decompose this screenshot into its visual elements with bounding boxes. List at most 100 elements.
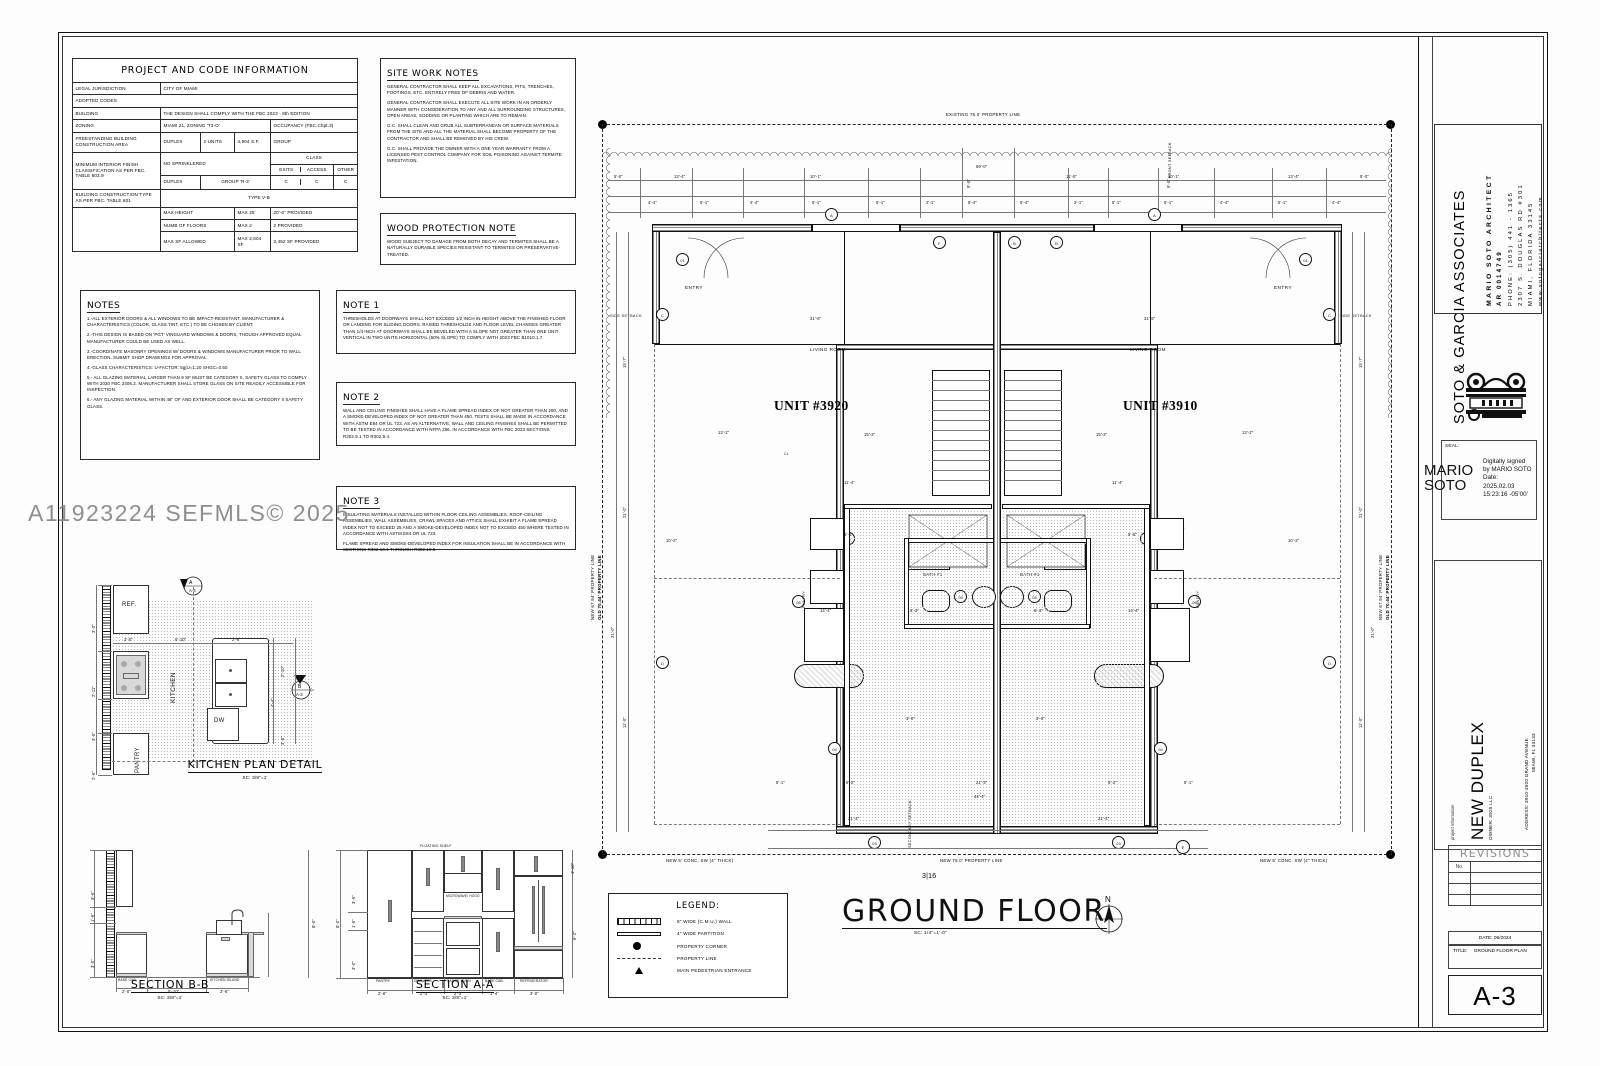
top-dimb-12: 4'-4" [1220, 200, 1229, 205]
kitchen-plan-detail: REF. PANTRY KITCHEN DW A A-3 [80, 555, 370, 785]
kitchen-exterior-wall [102, 585, 111, 770]
row-label-interior-finish: MINIMUM INTERIOR FINISH CLASSIFICATION A… [72, 151, 161, 190]
sec-bb-label-island: KITCHEN ISLAND [210, 978, 240, 982]
site-work-note-p4: G.C. SHALL PROVIDE THE OWNER WITH A ONE … [387, 145, 562, 164]
top-dim-8: 5'-0" [1360, 174, 1369, 179]
mid-dim-7: 11'-4" [844, 480, 855, 485]
room-pantry-right: PANTRY [1196, 590, 1200, 608]
plan-scale-mark: 3|16 [922, 873, 937, 880]
partition-left-2 [844, 504, 992, 509]
notes-title: NOTES [87, 301, 121, 313]
site-work-note-p2: GENERAL CONTRACTOR SHALL EXECUTE ALL SIT… [387, 100, 566, 118]
cell-class-other-value: C [333, 174, 358, 190]
limit-label-max-height: MAX HEIGHT [160, 206, 235, 220]
revision-row-2-no[interactable] [1448, 872, 1471, 884]
mid-dim-9: 14'-4" [820, 608, 832, 613]
west-property-line-label-new: NEW 67.94' PROPERTY LINE [590, 554, 595, 620]
limit-provided-height: 20'-0" PROVIDED [270, 206, 358, 220]
left-vdim-3: 31'-0" [610, 626, 615, 638]
entry-door-swing-right [1249, 237, 1307, 279]
legend-label-cmu: 8" WIDE (C.M.U.) WALL [677, 919, 732, 924]
sec-bb-faucet-icon [231, 909, 244, 925]
right-vdim-3: 31'-0" [1370, 626, 1375, 638]
kitchen-plan-detail-name: KITCHEN PLAN DETAIL [187, 758, 323, 773]
top-dimb-14: 4'-4" [1332, 200, 1341, 205]
stair-left [932, 370, 990, 496]
property-corner-icon [617, 942, 669, 950]
sec-aa-hdim-2: 2'-3" [420, 991, 429, 996]
top-dimb-7: 5'-4" [968, 200, 977, 205]
door-tag-a-1: A [825, 208, 838, 221]
note3-p2: FLAME SPREAD AND SMOKE-DEVELOPED INDEX F… [343, 541, 566, 553]
site-work-note-p3: G.C. SHALL CLEAN AND GRUB ALL SUBTERRANE… [387, 122, 559, 141]
wood-protection-note-p1: WOOD SUBJECT TO DAMAGE FROM BOTH DECAY A… [387, 239, 561, 257]
note-item-6: 6.- ANY GLAZING MATERIAL WITHIN 48" OF A… [87, 397, 304, 409]
top-dimb-6: 2'-1" [926, 200, 935, 205]
room-living-right: LIVING ROOM [1130, 348, 1166, 353]
section-bb-drawing: BASE CAB. KITCHEN ISLAND 3'-6" 1'-6" 3'-… [80, 828, 330, 994]
property-line-north [602, 124, 1392, 125]
revision-row-1-desc[interactable] [1470, 861, 1542, 873]
property-line-south [602, 854, 1392, 855]
kitchen-ref-right [1150, 518, 1184, 550]
bottom-dim-1: 21'-4" [848, 816, 860, 821]
wall-north-left [652, 224, 812, 232]
sheet-title-value: GROUND FLOOR PLAN [1473, 949, 1527, 954]
sec-aa-vdim-4: 3'-0" [351, 961, 356, 970]
range-burner-3 [121, 685, 127, 691]
partition-icon [617, 931, 669, 936]
limit-max-sf: MAX 2,604 SF [234, 231, 271, 252]
mid-dim-18: 3'-0" [1036, 716, 1045, 721]
titleblock-divider [1418, 36, 1419, 1028]
room-living-left: LIVING ROOM [810, 348, 846, 353]
row-value-building: THE DESIGN SHALL COMPLY WITH THE FBC 202… [160, 106, 358, 121]
hedge-line-north [602, 148, 1392, 156]
limit-provided-floors: 2 PROVIDED [270, 218, 358, 233]
section-bb-title: SECTION B-B SC: 3/8"=1' [105, 975, 235, 1000]
cell-units: 2 UNITS [200, 131, 235, 153]
plan-title-block: GROUND FLOOR SC: 1/4"=1'-0" [842, 897, 1107, 935]
handle-upper-1 [426, 868, 430, 886]
sheet-number-box: A-3 [1448, 975, 1542, 1015]
top-dimb-5: 5'-1" [876, 200, 885, 205]
note1-block: NOTE 1 THRESHOLDS AT DOORWAYS SHALL NOT … [336, 290, 576, 354]
legend-label-main-entrance: MAIN PEDESTRIAN ENTRANCE [677, 968, 752, 973]
revision-row-4-no[interactable] [1448, 894, 1471, 906]
door-tag-b-1: B [1008, 236, 1021, 249]
top-dim-6: 10'-1" [1168, 174, 1180, 179]
sec-bb-sink-drain [221, 937, 230, 941]
limit-label-max-sf: MAX SF ALLOWED [160, 231, 235, 252]
bottom-dim-8: 44'-4" [974, 794, 986, 799]
property-line-west [602, 124, 603, 854]
note3-title: NOTE 3 [343, 497, 380, 509]
cell-duplex-2: DUPLEX [160, 174, 201, 190]
bottom-dim-7: 5'-1" [1184, 780, 1193, 785]
svg-text:A-3: A-3 [189, 588, 196, 593]
sec-aa-microwave [444, 873, 482, 893]
sec-aa-vdim-2: 3'-6" [351, 895, 356, 904]
main-entrance-icon [617, 967, 669, 974]
kitchen-pantry [113, 733, 149, 775]
revision-row-2-desc[interactable] [1470, 872, 1542, 884]
revision-row-4-desc[interactable] [1470, 894, 1542, 906]
watermark-text: A11923224 SEFMLS© 2025 [28, 500, 350, 526]
left-vdim-2: 21'-0" [622, 506, 627, 518]
top-dim-5: 11'-5" [1066, 174, 1077, 179]
window-tag-2: 01 [1299, 253, 1312, 266]
sec-aa-vdim-3: 1'-6" [351, 919, 356, 928]
entry-label-left: ENTRY [685, 286, 703, 291]
sec-bb-vdim-3: 3'-0" [90, 959, 95, 968]
row-value-zoning: MIAMI 21, ZONING 'T3-O' [160, 119, 271, 133]
revision-row-3-desc[interactable] [1470, 883, 1542, 895]
property-line-east [1391, 124, 1392, 854]
cell-duplex: DUPLEX [160, 131, 201, 153]
partition-bath-left-w [904, 538, 909, 628]
limit-label-floors: NUMB OF FLOORS [160, 218, 235, 233]
row-label-legal-jurisdiction: LEGAL JURISDICTION [72, 81, 161, 96]
cmu-wall-icon [617, 918, 669, 925]
sec-aa-lbl-3: RANGE-OVEN [447, 979, 471, 983]
architect-city: MIAMI, FLORIDA 33145 [1528, 201, 1534, 306]
revision-row-3-no[interactable] [1448, 883, 1471, 895]
sheet-title-box: TITLE: GROUND FLOOR PLAN [1448, 945, 1542, 969]
existing-property-line-label: EXISTING 75.0' PROPERTY LINE [946, 112, 1021, 117]
